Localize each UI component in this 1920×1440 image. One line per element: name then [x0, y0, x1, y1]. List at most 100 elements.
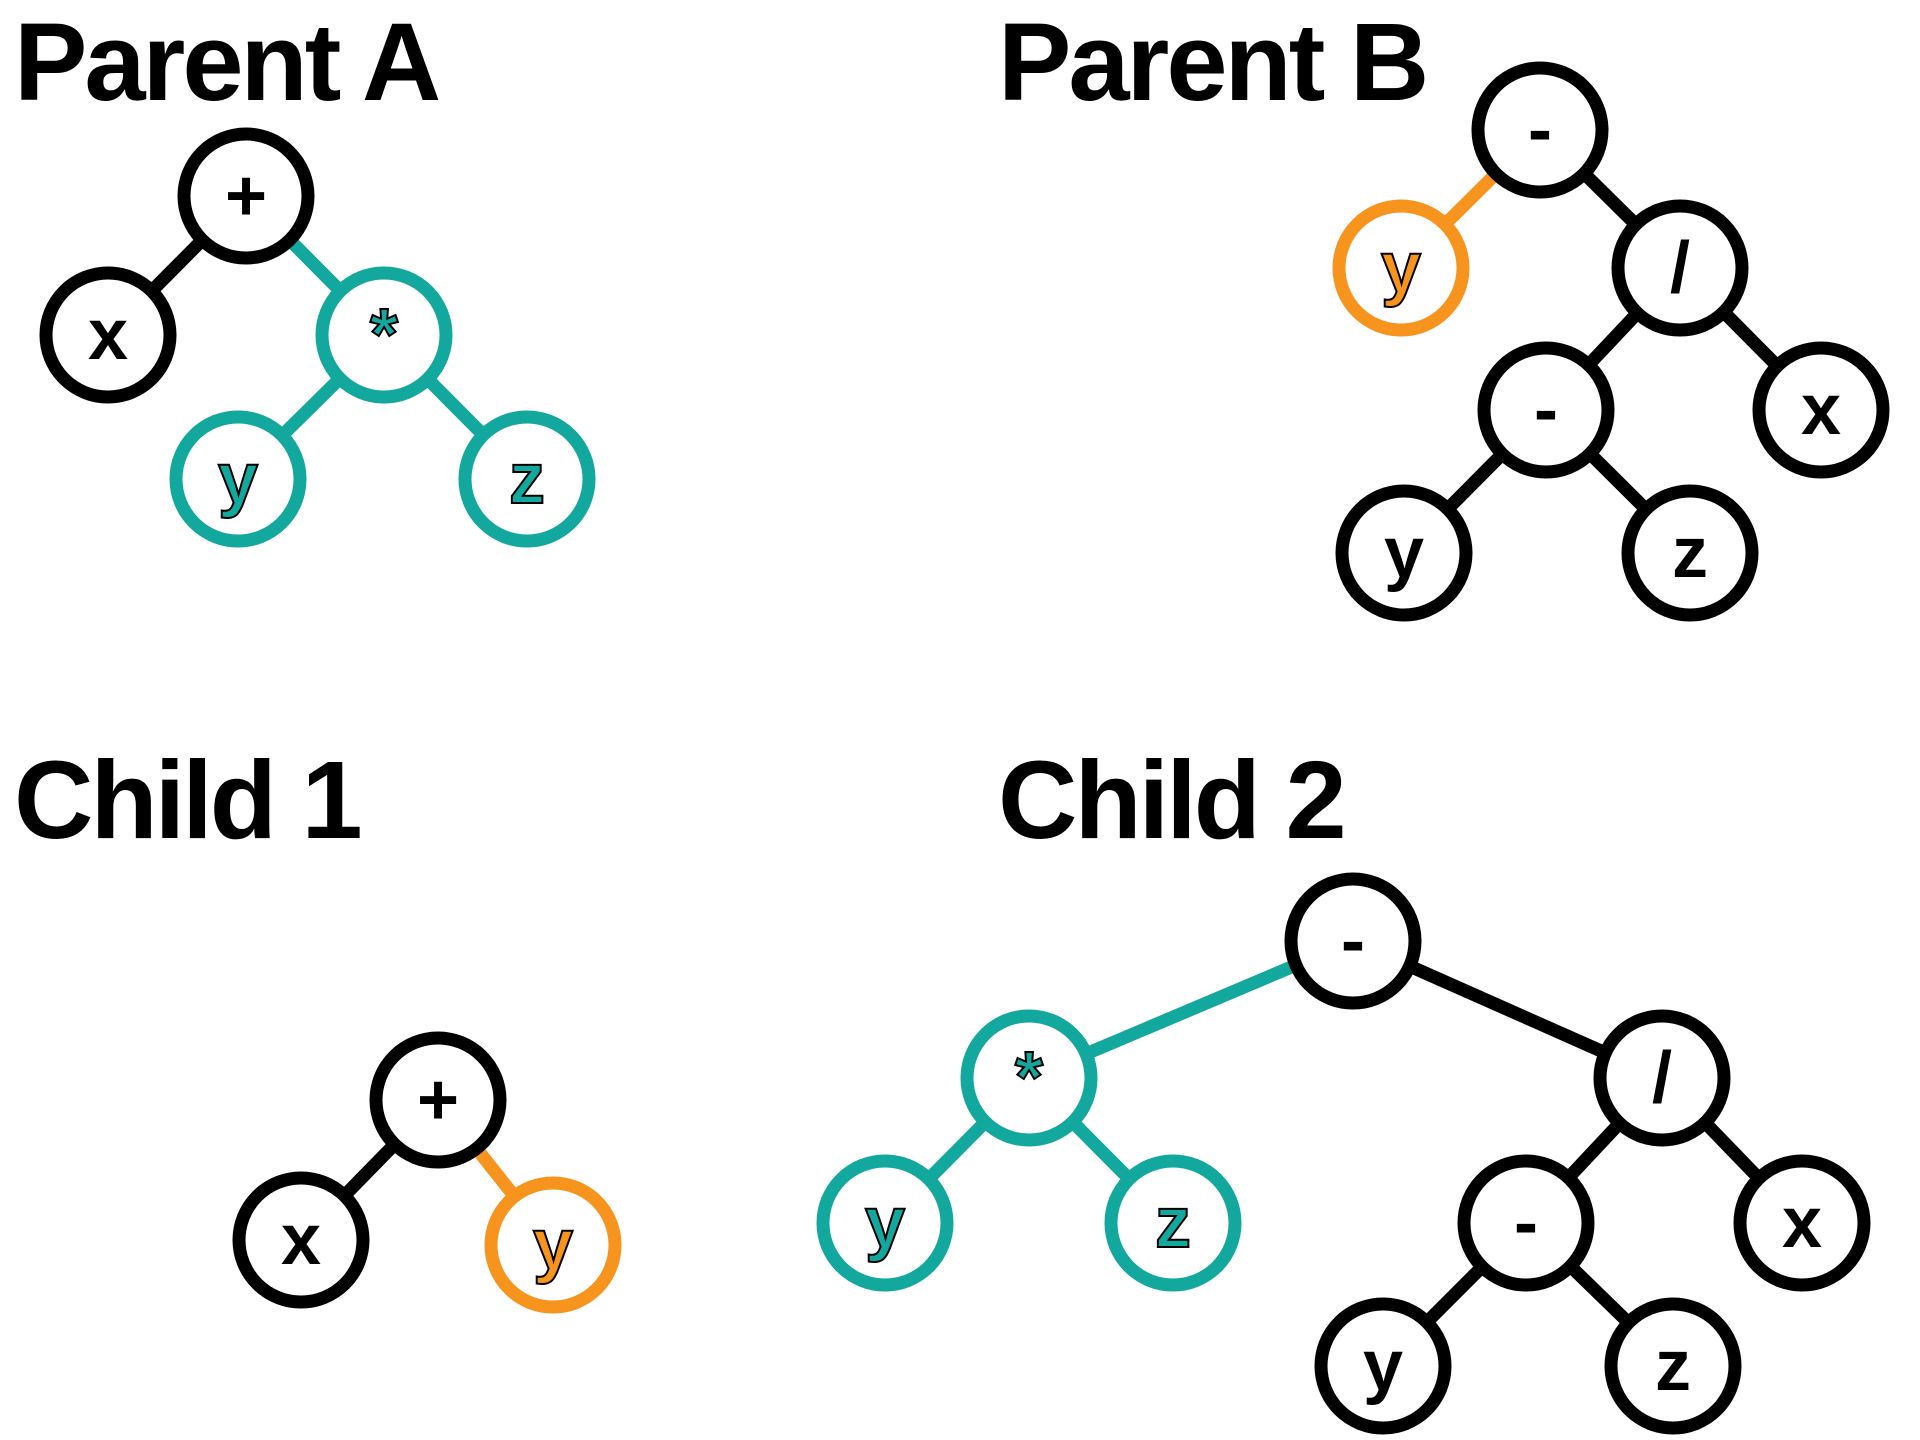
tree-node: y [1314, 1297, 1452, 1435]
node-label: z [1655, 1326, 1691, 1406]
node-circle [1471, 61, 1609, 199]
node-label: * [370, 295, 398, 375]
node-circle [1752, 341, 1890, 479]
node-circle [177, 127, 315, 265]
node-circle [1621, 484, 1759, 622]
tree-node: + [177, 127, 315, 265]
node-circle [369, 1031, 507, 1169]
node-circle [1593, 1009, 1731, 1147]
node-circle [1104, 1154, 1242, 1292]
tree-edge [1579, 168, 1641, 230]
node-circle [232, 1171, 370, 1309]
node-label: - [1534, 370, 1558, 450]
tree-edge [1700, 1118, 1764, 1183]
node-label: x [88, 295, 128, 375]
title-child-1: Child 1 [14, 739, 361, 862]
tree-edge [285, 235, 345, 296]
node-circle [1314, 1297, 1452, 1435]
tree-edge [1585, 449, 1651, 514]
tree-edge [471, 1144, 520, 1201]
node-label: / [1670, 228, 1690, 308]
tree-node: * [315, 266, 453, 404]
tree-node: x [1733, 1154, 1871, 1292]
node-label: y [218, 439, 258, 519]
node-label: y [533, 1205, 573, 1285]
tree-parent-b: - y / - x y z [1332, 61, 1890, 622]
node-circle [1332, 199, 1470, 337]
tree-node: x [1752, 341, 1890, 479]
tree-node: / [1593, 1009, 1731, 1147]
tree-node: - [1457, 1154, 1595, 1292]
node-circle [1457, 1154, 1595, 1292]
tree-edge [1068, 1117, 1134, 1184]
node-label: y [1381, 228, 1421, 308]
node-label: x [1782, 1183, 1822, 1263]
tree-node: + [369, 1031, 507, 1169]
node-label: - [1528, 90, 1552, 170]
tree-child-1: + x y [232, 1031, 622, 1314]
node-circle [1604, 1297, 1742, 1435]
tree-node: - [1284, 872, 1422, 1010]
tree-node: - [1477, 341, 1615, 479]
tree-edge [339, 1139, 400, 1201]
node-label: x [1801, 370, 1841, 450]
tree-node: y [484, 1176, 622, 1314]
node-circle [484, 1176, 622, 1314]
node-circle [1733, 1154, 1871, 1292]
tree-layer: + x * y z - y / - x y z + x y - * / y z - x y z [39, 61, 1890, 1435]
tree-node: * [960, 1009, 1098, 1147]
tree-parent-a: + x * y z [39, 127, 596, 548]
node-label: z [509, 439, 545, 519]
node-circle [169, 410, 307, 548]
tree-edge [924, 1117, 990, 1184]
node-circle [1284, 872, 1422, 1010]
node-label: x [281, 1200, 321, 1280]
node-label: y [1384, 513, 1424, 593]
tree-node: z [1104, 1154, 1242, 1292]
node-circle [1477, 341, 1615, 479]
tree-edge [1719, 307, 1782, 371]
node-label: + [417, 1060, 459, 1140]
node-circle [960, 1009, 1098, 1147]
node-circle [39, 266, 177, 404]
title-child-2: Child 2 [998, 739, 1344, 862]
node-circle [1611, 199, 1749, 337]
title-parent-a: Parent A [14, 1, 439, 124]
tree-node: z [1604, 1297, 1742, 1435]
tree-node: / [1611, 199, 1749, 337]
node-label: / [1652, 1038, 1672, 1118]
tree-node: z [458, 410, 596, 548]
title-parent-b: Parent B [998, 1, 1426, 124]
tree-node: x [39, 266, 177, 404]
node-label: * [1015, 1038, 1043, 1118]
tree-edge [1083, 959, 1299, 1060]
node-label: - [1341, 901, 1365, 981]
node-circle [315, 266, 453, 404]
tree-node: y [1332, 199, 1470, 337]
tree-child-2: - * / y z - x y z [816, 872, 1871, 1435]
tree-edge [1565, 1261, 1634, 1328]
tree-edge [423, 374, 488, 440]
tree-node: y [1335, 484, 1473, 622]
node-label: y [1363, 1326, 1403, 1406]
node-label: z [1672, 513, 1708, 593]
node-label: + [225, 156, 267, 236]
tree-edge [1422, 1262, 1487, 1327]
tree-node: x [232, 1171, 370, 1309]
node-circle [1335, 484, 1473, 622]
tree-node: y [816, 1154, 954, 1292]
node-label: y [865, 1183, 905, 1263]
tree-edge [1583, 308, 1643, 370]
node-label: - [1514, 1183, 1538, 1263]
tree-edge [1443, 449, 1507, 514]
node-circle [816, 1154, 954, 1292]
tree-node: y [169, 410, 307, 548]
tree-edge [147, 235, 207, 296]
node-circle [458, 410, 596, 548]
tree-edge [277, 373, 345, 441]
tree-node: - [1471, 61, 1609, 199]
tree-node: z [1621, 484, 1759, 622]
tree-edge [1407, 960, 1608, 1059]
node-label: z [1155, 1183, 1191, 1263]
